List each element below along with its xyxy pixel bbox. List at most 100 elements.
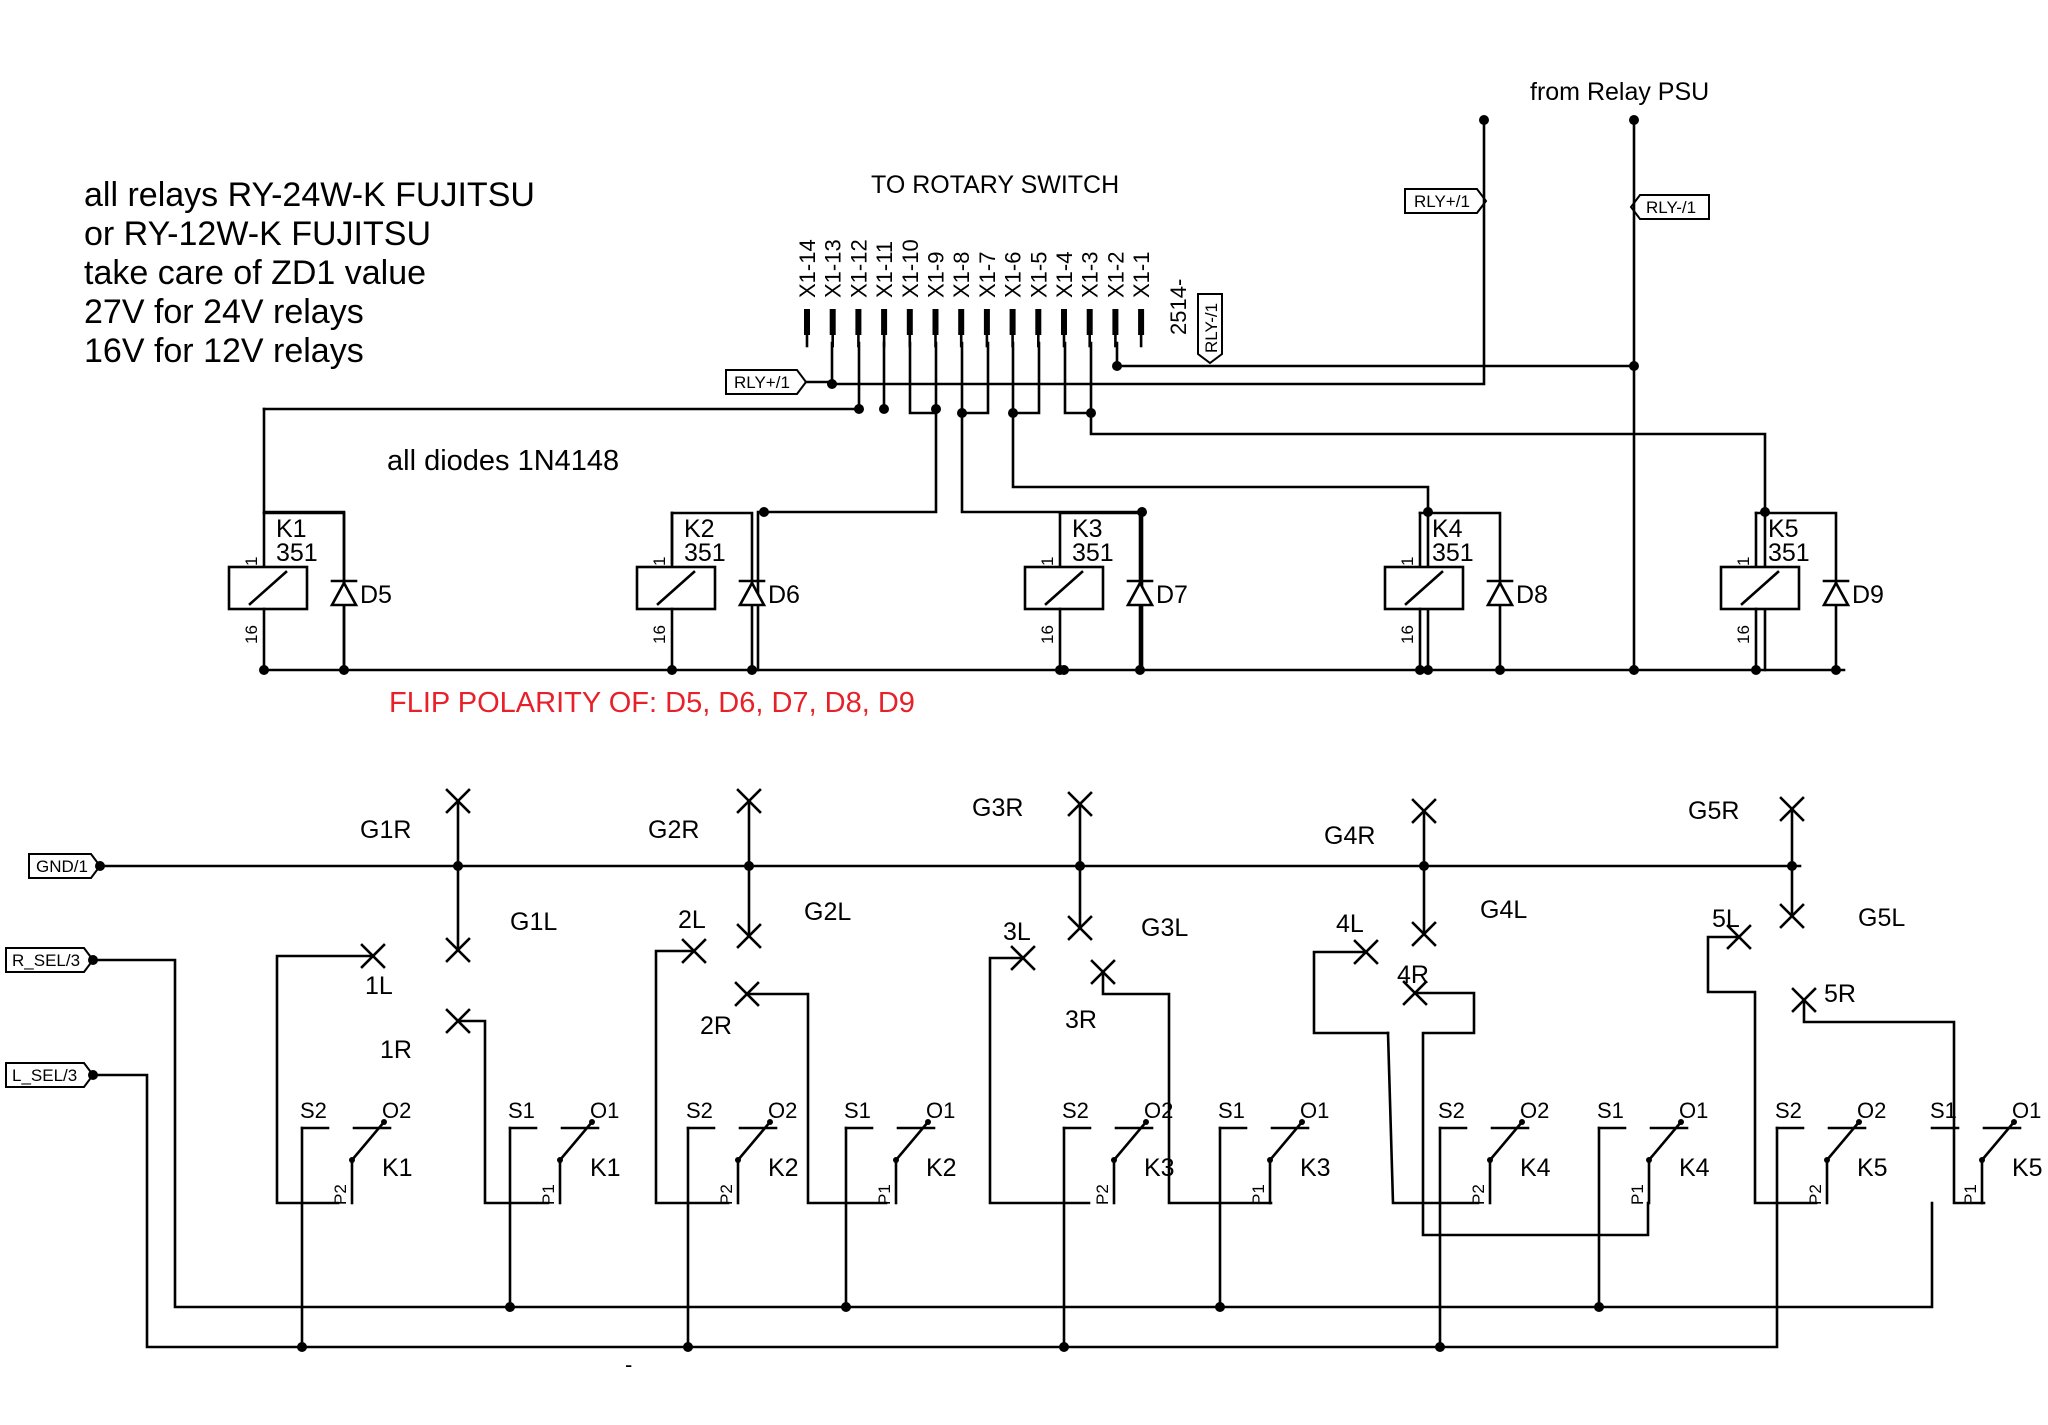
connector-pin-label: X1-5 — [1026, 252, 1051, 298]
relay-notes: all relays RY-24W-K FUJITSU or RY-12W-K … — [84, 176, 535, 370]
terminal-cross — [445, 788, 471, 814]
junction-dot — [1629, 115, 1639, 125]
connector-part-label: 2514- — [1166, 279, 1191, 335]
terminal-cross — [1010, 945, 1036, 971]
diode-name: D7 — [1156, 581, 1188, 609]
contact-relay-label: K5 — [1857, 1154, 1888, 1182]
connector-pin: X1-14 — [795, 239, 820, 348]
junction-dot — [88, 955, 98, 965]
contact-relay-label: K4 — [1520, 1154, 1551, 1182]
label-g2l: G2L — [804, 898, 851, 926]
connector-pin-label: X1-12 — [846, 239, 871, 298]
junction-dot — [1423, 507, 1433, 517]
connector-pin: X1-3 — [1078, 252, 1103, 348]
relay-pin1: 1 — [1734, 557, 1753, 566]
contact-p-label: P1 — [875, 1184, 894, 1205]
contact-p-label: P2 — [1806, 1184, 1825, 1205]
junction-dot — [1760, 507, 1770, 517]
note-line-1: all relays RY-24W-K FUJITSU — [84, 176, 535, 214]
terminal-labels: G1R G1L 1L 1R G2R G2L 2L 2R G3R G3L 3L 3… — [360, 794, 1905, 1064]
junction-dot — [95, 861, 105, 871]
contact-relay-label: K3 — [1144, 1154, 1175, 1182]
connector-pin: X1-12 — [846, 239, 871, 348]
relay-pin16: 16 — [1398, 625, 1417, 644]
connector-pin-label: X1-13 — [821, 239, 846, 298]
terminal-cross — [1779, 903, 1805, 929]
junction-dot — [505, 1302, 515, 1312]
label-g1l: G1L — [510, 908, 557, 936]
connector-pin: X1-13 — [821, 239, 846, 348]
diode-symbol — [1821, 580, 1851, 607]
relay-name: K1 — [276, 515, 307, 543]
terminal-cross — [1779, 796, 1805, 822]
terminal-cross — [360, 943, 386, 969]
contact-o-label: O2 — [382, 1098, 411, 1123]
junction-dot — [1059, 665, 1069, 675]
junction-dot — [1215, 1302, 1225, 1312]
port-rly-plus-left-label: RLY+/1 — [734, 373, 790, 392]
contact-o-label: O1 — [1300, 1098, 1329, 1123]
contact-s-label: S1 — [1597, 1098, 1624, 1123]
diodes-note: all diodes 1N4148 — [387, 445, 619, 477]
relay-pin1: 1 — [650, 557, 669, 566]
junction-dot — [879, 404, 889, 414]
terminal-cross — [445, 1008, 471, 1034]
relay-value: 351 — [276, 539, 318, 567]
connector-pin-label: X1-11 — [872, 241, 897, 298]
contact-p-label: P1 — [1249, 1184, 1268, 1205]
diode-symbol — [1125, 580, 1155, 607]
note-line-3: take care of ZD1 value — [84, 254, 426, 292]
junction-dot — [841, 1302, 851, 1312]
terminal-cross — [1791, 987, 1817, 1013]
contact-relay-label: K1 — [382, 1154, 413, 1182]
terminal-cross — [1353, 939, 1379, 965]
note-line-2: or RY-12W-K FUJITSU — [84, 215, 431, 253]
junction-dot — [931, 404, 941, 414]
relay-pin16: 16 — [1038, 625, 1057, 644]
contact-s-label: S2 — [1438, 1098, 1465, 1123]
junction-dot — [1086, 408, 1096, 418]
contact-s-label: S1 — [844, 1098, 871, 1123]
port-rly-plus-top-label: RLY+/1 — [1414, 192, 1470, 211]
contact-s-label: S1 — [1930, 1098, 1957, 1123]
junction-dot — [1479, 115, 1489, 125]
diode-symbol — [1485, 580, 1515, 607]
contact-relay-label: K3 — [1300, 1154, 1331, 1182]
junction-dot — [854, 404, 864, 414]
label-g2r: G2R — [648, 816, 699, 844]
port-rly-minus-vertical-label: RLY-/1 — [1202, 303, 1221, 353]
label-g5r: G5R — [1688, 797, 1739, 825]
diode-name: D8 — [1516, 581, 1548, 609]
terminal-cross — [734, 981, 760, 1007]
junction-dot — [1629, 665, 1639, 675]
contact-o-label: O1 — [1679, 1098, 1708, 1123]
label-1r: 1R — [380, 1036, 412, 1064]
diode-name: D6 — [768, 581, 800, 609]
contact-relay-label: K5 — [2012, 1154, 2043, 1182]
contact-s-label: S1 — [508, 1098, 535, 1123]
contact-p-label: P1 — [1961, 1184, 1980, 1205]
contact-p-label: P2 — [1093, 1184, 1112, 1205]
contact-p-label: P2 — [331, 1184, 350, 1205]
relay-pin1: 1 — [1398, 557, 1417, 566]
junction-dot — [297, 1342, 307, 1352]
diode-name: D9 — [1852, 581, 1884, 609]
junction-dot — [1423, 665, 1433, 675]
port-rly-minus-vertical: RLY-/1 — [1197, 293, 1223, 365]
junction-dot — [683, 1342, 693, 1352]
bottom-wires — [91, 799, 1986, 1349]
label-1l: 1L — [365, 972, 393, 1000]
junction-dot — [744, 861, 754, 871]
connector-pin: X1-7 — [975, 252, 1000, 348]
contact-s-label: S2 — [300, 1098, 327, 1123]
connector-pin: X1-1 — [1129, 252, 1154, 348]
junction-dots — [88, 115, 1797, 1352]
junction-dot — [1112, 361, 1122, 371]
